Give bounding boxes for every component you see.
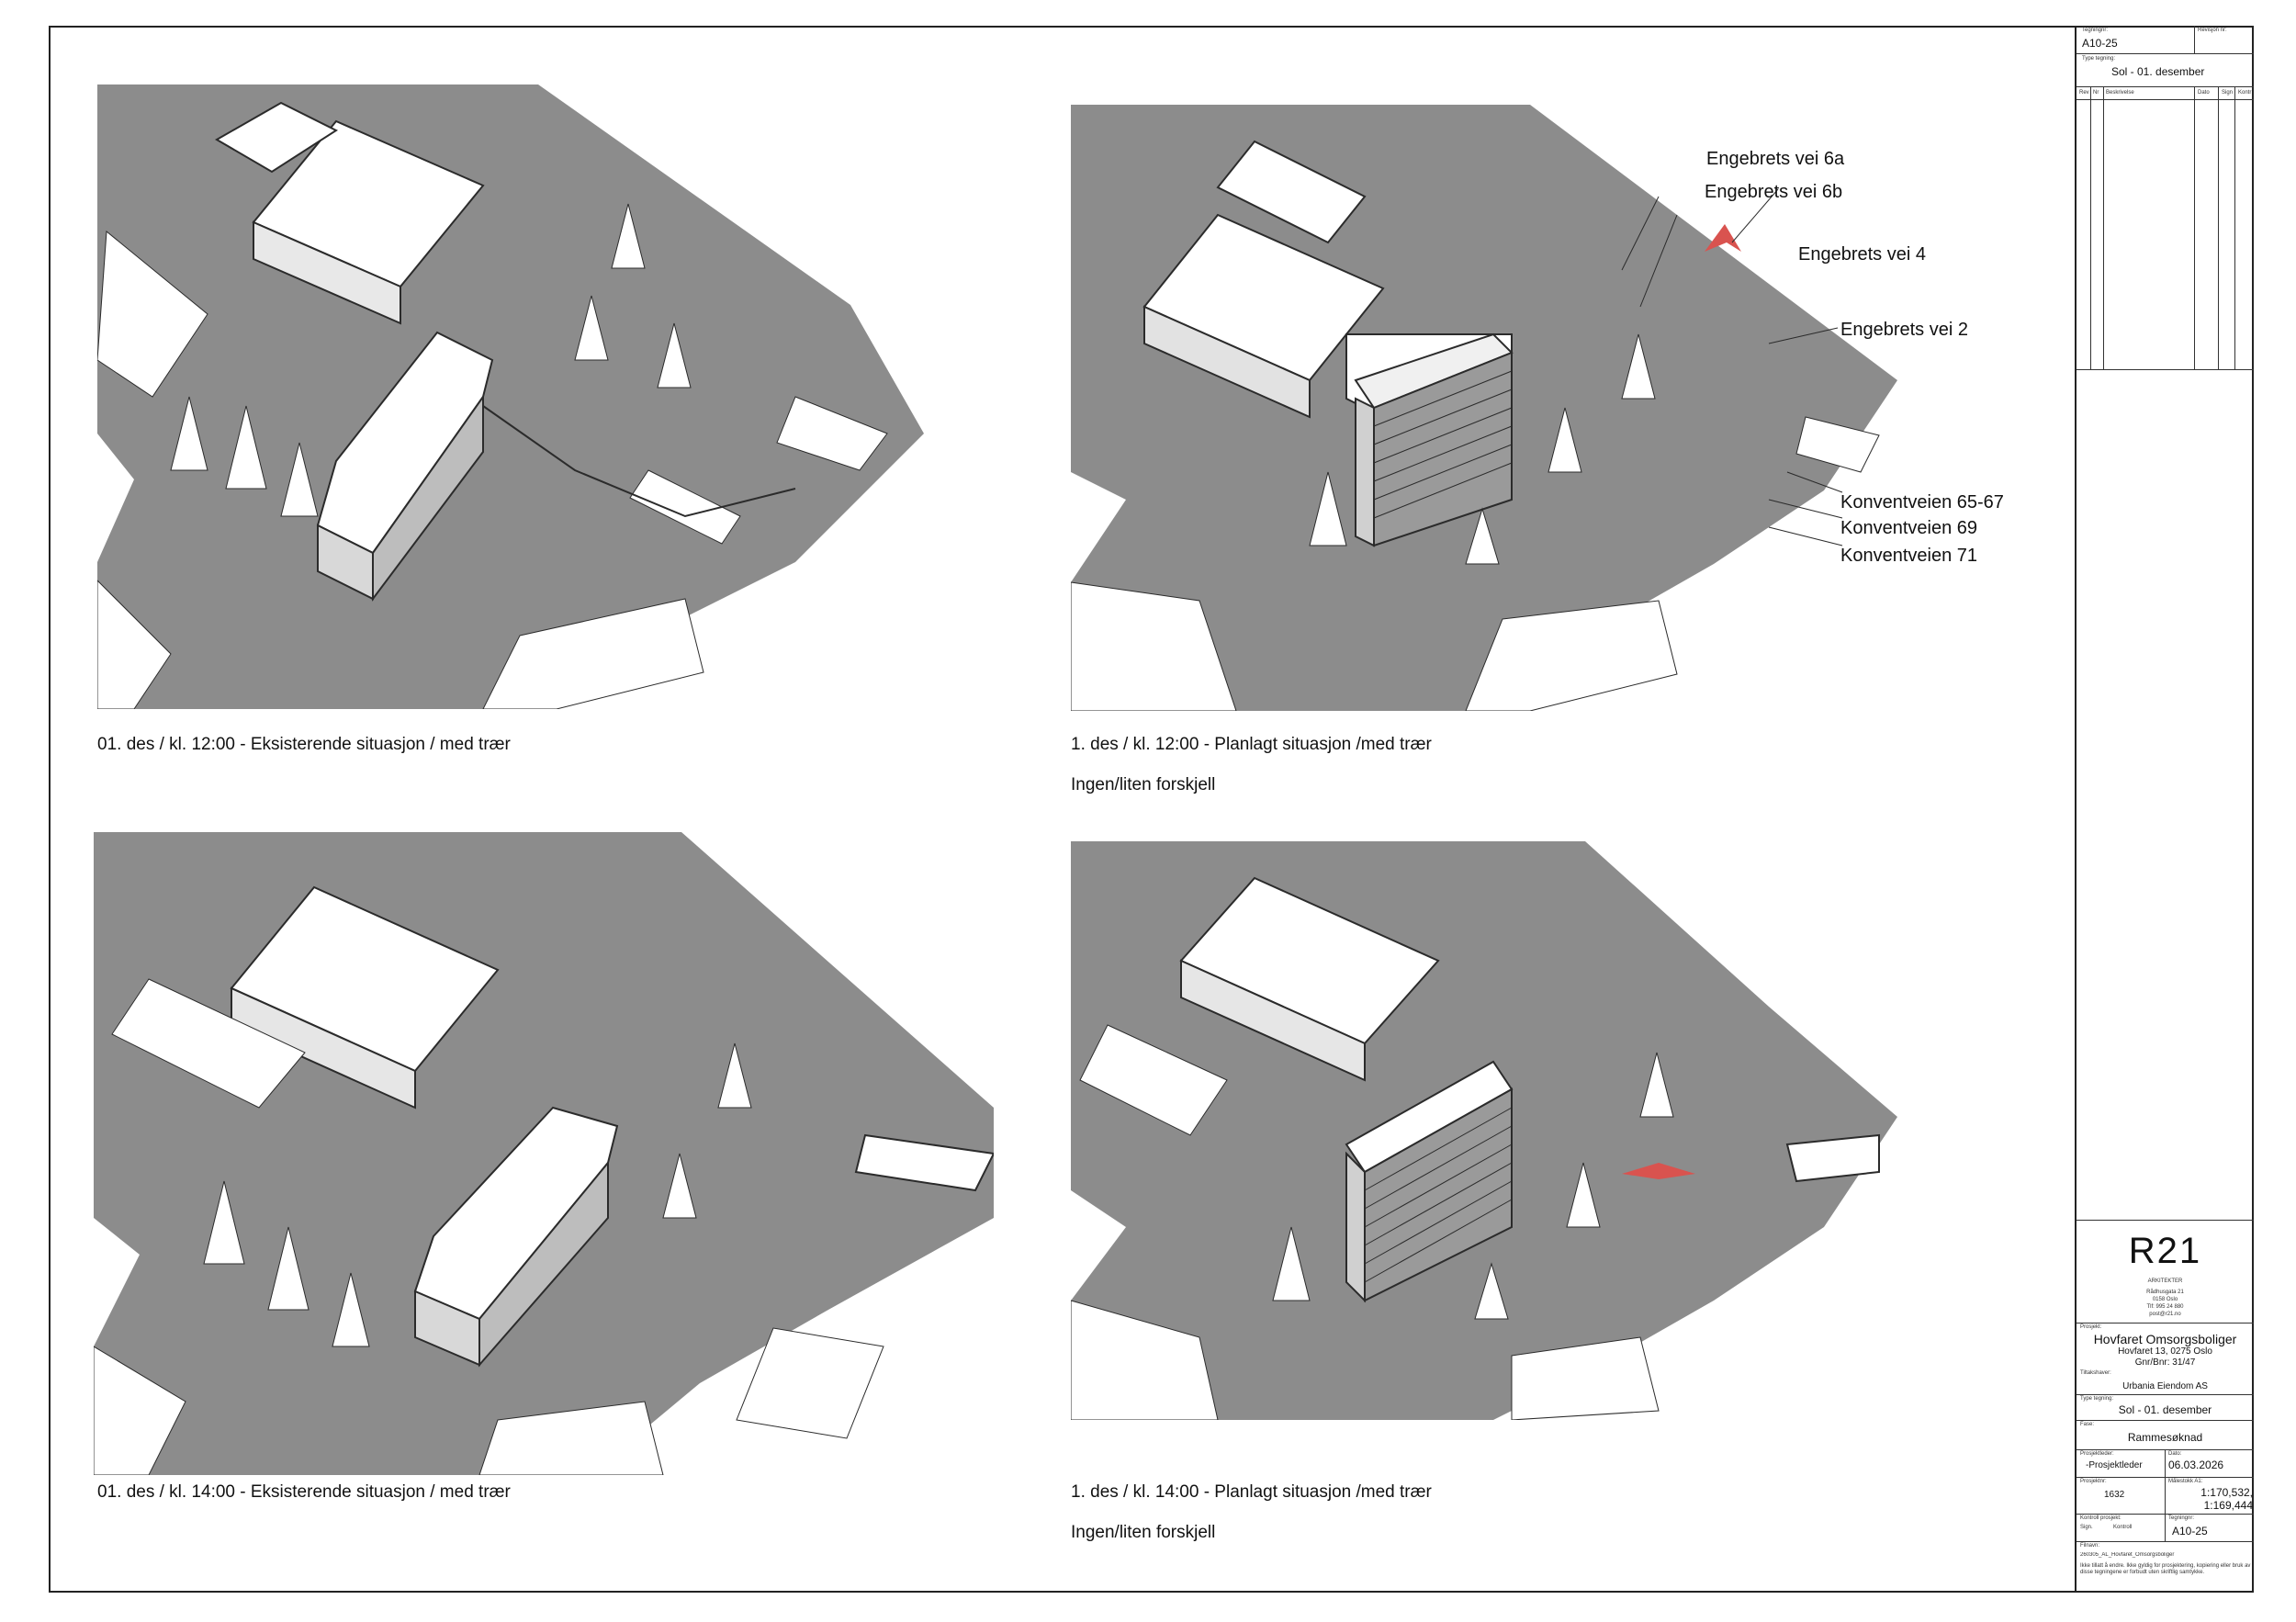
firm-address-1: Rådhusgata 21 <box>2146 1290 2184 1295</box>
rev-col-beskrivelse: Beskrivelse <box>2106 90 2134 96</box>
firm-logo: R21 <box>2128 1231 2202 1271</box>
drawing-sheet-border <box>49 26 2254 1593</box>
caption-view-3: 01. des / kl. 14:00 - Eksisterende situa… <box>97 1482 511 1502</box>
firm-address-4: post@r21.no <box>2149 1312 2181 1317</box>
firm-address-2: 0158 Oslo <box>2152 1297 2178 1302</box>
label-konventveien-71: Konventveien 71 <box>1840 546 1978 566</box>
note-view-2: Ingen/liten forskjell <box>1071 775 1216 794</box>
prosjektleder-label: Prosjektleder: <box>2080 1451 2114 1457</box>
view-existing-1200 <box>97 84 924 709</box>
rev-col-sign: Sign <box>2222 90 2234 96</box>
prosjektnr-label: Prosjektnr: <box>2080 1479 2107 1484</box>
title-block: Tegningnr: A10-25 Revisjon nr: Type tegn… <box>2075 26 2254 1593</box>
sun-study-image-2 <box>1071 105 1897 711</box>
tiltakshaver-value: Urbania Eiendom AS <box>2122 1381 2208 1391</box>
prosjekt-name: Hovfaret Omsorgsboliger <box>2093 1332 2237 1346</box>
kontroll-label: Kontroll prosjekt: <box>2080 1515 2122 1521</box>
type-value: Sol - 01. desember <box>2111 65 2205 78</box>
dato-value: 06.03.2026 <box>2168 1459 2224 1471</box>
view-planned-1200 <box>1071 105 1897 711</box>
tiltakshaver-label: Tiltakshaver: <box>2080 1370 2111 1376</box>
label-engebrets-vei-6a: Engebrets vei 6a <box>1706 149 1845 169</box>
label-konventveien-65-67: Konventveien 65-67 <box>1840 492 2004 513</box>
prosjekt-gnr: Gnr/Bnr: 31/47 <box>2134 1357 2196 1368</box>
fase-label: Fase: <box>2080 1422 2095 1427</box>
caption-view-1: 01. des / kl. 12:00 - Eksisterende situa… <box>97 735 511 754</box>
label-engebrets-vei-4: Engebrets vei 4 <box>1798 244 1926 265</box>
label-engebrets-vei-6b: Engebrets vei 6b <box>1705 182 1843 202</box>
malestokk-label: Målestokk A1: <box>2168 1479 2203 1484</box>
tegningnr-label-2: Tegningnr: <box>2168 1515 2195 1521</box>
label-konventveien-69: Konventveien 69 <box>1840 518 1978 538</box>
view-existing-1400 <box>94 832 994 1475</box>
tegningnr-label: Tegningnr: <box>2082 28 2109 33</box>
prosjektleder-value: -Prosjektleder <box>2086 1460 2143 1470</box>
sun-study-image-1 <box>97 84 924 709</box>
dato-label: Dato: <box>2168 1451 2182 1457</box>
malestokk-value: 1:170,532, 1:169,444 <box>2200 1486 2253 1512</box>
type-value-2: Sol - 01. desember <box>2118 1403 2212 1416</box>
kontroll-value: Kontroll <box>2113 1525 2133 1530</box>
type-label-2: Type tegning: <box>2080 1396 2114 1402</box>
sign-label: Sign. <box>2080 1525 2093 1530</box>
rev-col-kontr: Kontr <box>2238 90 2252 96</box>
note-view-4: Ingen/liten forskjell <box>1071 1523 1216 1542</box>
sun-study-image-4 <box>1071 841 1897 1420</box>
firm-address-3: Tlf: 995 24 880 <box>2146 1304 2184 1310</box>
caption-view-4: 1. des / kl. 14:00 - Planlagt situasjon … <box>1071 1482 1432 1502</box>
rev-col-nr: Nr <box>2093 90 2099 96</box>
tegningnr-value-2: A10-25 <box>2172 1525 2208 1538</box>
prosjekt-label: Prosjekt: <box>2080 1324 2102 1330</box>
prosjektnr-value: 1632 <box>2104 1490 2125 1500</box>
sun-study-image-3 <box>94 832 994 1475</box>
disclaimer-text: Ikke tillatt å endre. Ikke gyldig for pr… <box>2080 1563 2251 1575</box>
tegningnr-value: A10-25 <box>2082 37 2118 50</box>
view-planned-1400 <box>1071 841 1897 1420</box>
prosjekt-address: Hovfaret 13, 0275 Oslo <box>2118 1346 2212 1357</box>
fase-value: Rammesøknad <box>2127 1431 2203 1444</box>
type-label: Type tegning: <box>2082 56 2116 62</box>
rev-col-rev: Rev <box>2079 90 2089 96</box>
label-engebrets-vei-2: Engebrets vei 2 <box>1840 320 1968 340</box>
rev-col-dato: Dato <box>2198 90 2210 96</box>
filnavn-label: Filnavn: <box>2080 1543 2100 1549</box>
filnavn-value: 260305_AL_Hovfaret_Omsorgsboliger <box>2080 1552 2175 1558</box>
caption-view-2: 1. des / kl. 12:00 - Planlagt situasjon … <box>1071 735 1432 754</box>
revisjon-label: Revisjon nr: <box>2198 28 2227 33</box>
firm-name: ARKITEKTER <box>2147 1278 2183 1284</box>
